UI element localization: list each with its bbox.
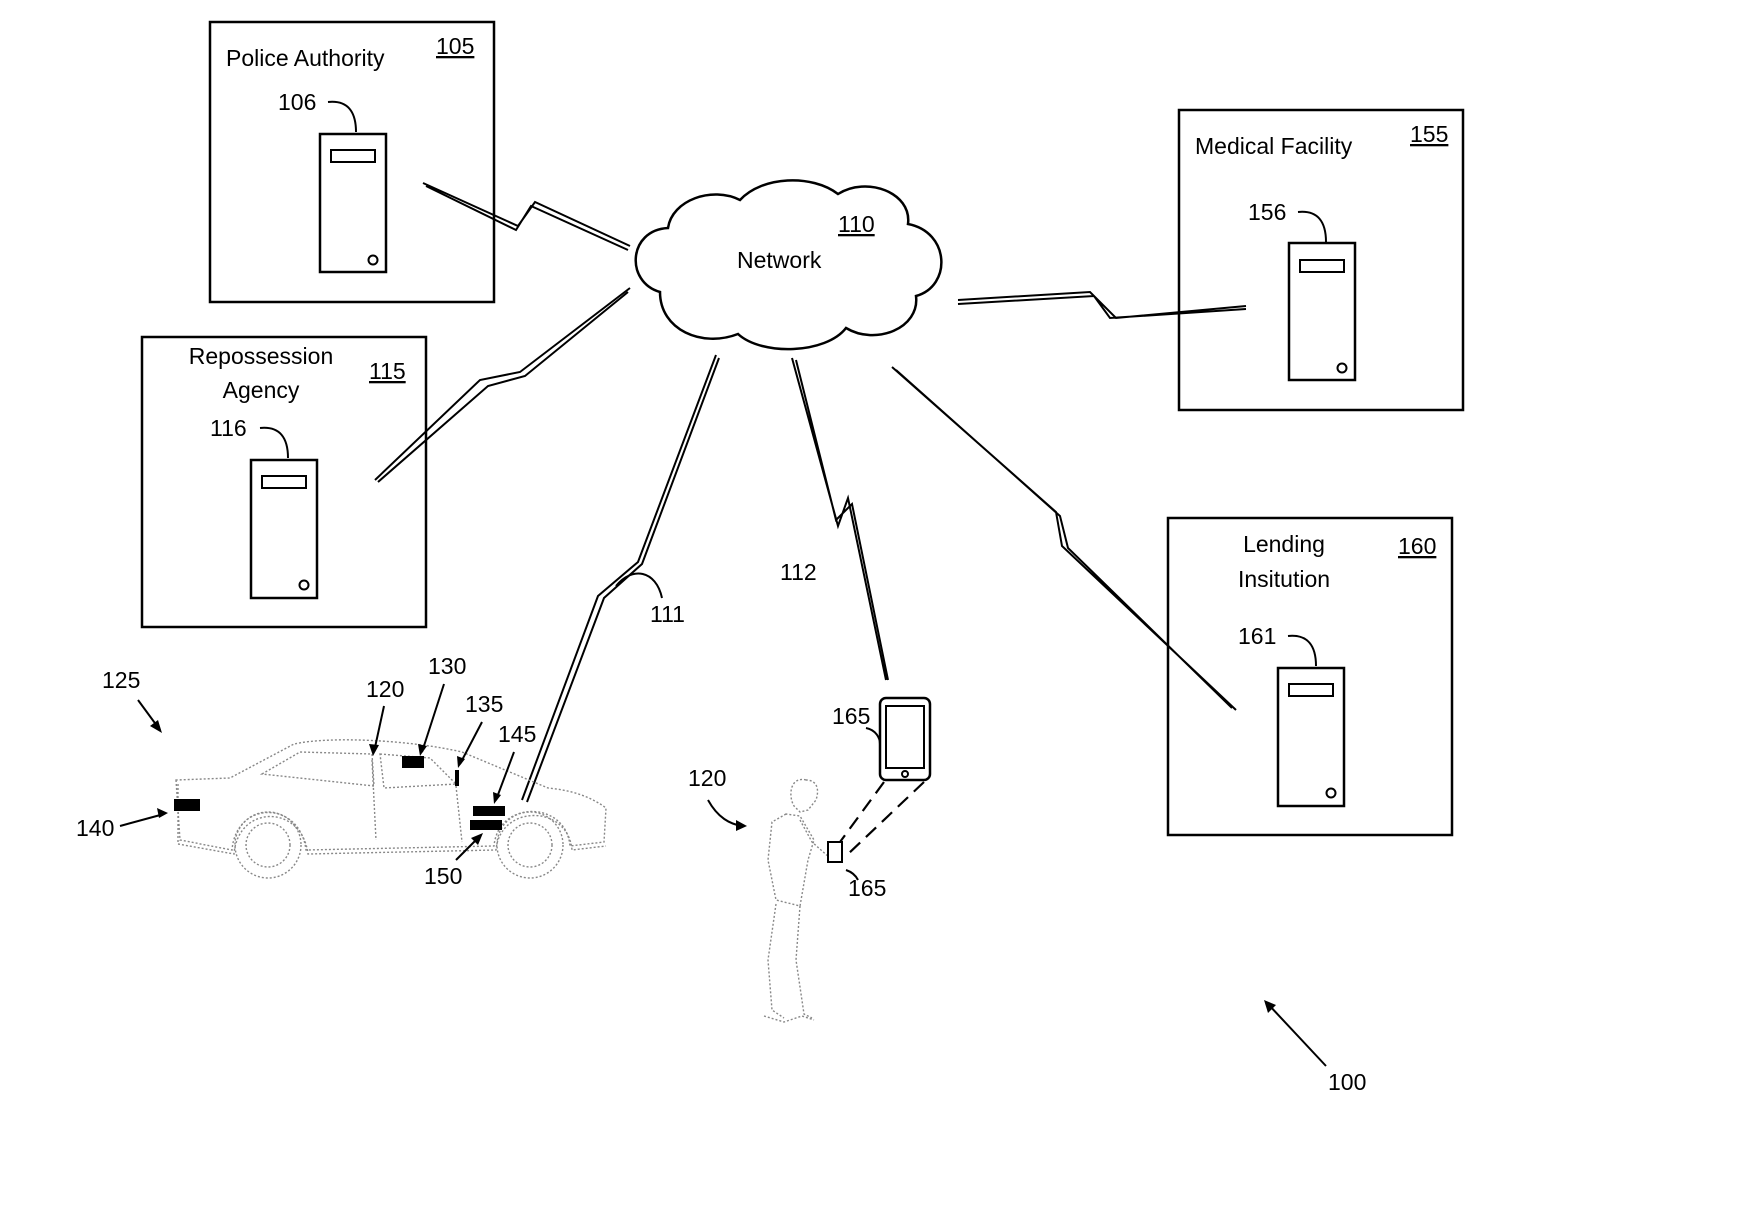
vehicle bbox=[174, 739, 607, 879]
vehicle-ref-arrow bbox=[137, 699, 162, 733]
lending-server-leader bbox=[1287, 634, 1317, 667]
vehicle-part-150: 150 bbox=[424, 863, 462, 889]
police-server-ref: 106 bbox=[278, 89, 316, 115]
police-authority-ref: 105 bbox=[436, 33, 474, 59]
vehicle-link-ref: 111 bbox=[650, 601, 685, 627]
medical-facility-label: Medical Facility bbox=[1195, 133, 1353, 159]
police-authority-label: Police Authority bbox=[226, 45, 385, 71]
medical-network-link bbox=[957, 290, 1247, 320]
device-projection bbox=[839, 781, 925, 855]
module-150 bbox=[470, 820, 502, 830]
police-authority-box: Police Authority 105 106 bbox=[208, 20, 496, 304]
part-140-arrow bbox=[119, 808, 168, 827]
sensor-140 bbox=[174, 799, 200, 811]
repossession-agency-box: Repossession Agency 115 116 bbox=[140, 335, 428, 629]
lending-server-ref: 161 bbox=[1238, 623, 1276, 649]
device-link-ref: 112 bbox=[780, 559, 817, 585]
network-label: Network bbox=[737, 247, 822, 273]
sensor-130 bbox=[402, 756, 424, 768]
vehicle-part-140: 140 bbox=[76, 815, 114, 841]
repossession-ref: 115 bbox=[369, 358, 406, 384]
handheld-device-leader bbox=[845, 869, 859, 881]
repossession-label-line1: Repossession bbox=[189, 343, 333, 369]
lending-label-line1: Lending bbox=[1243, 531, 1325, 557]
device-network-link bbox=[791, 357, 889, 681]
figure-ref-arrow bbox=[1264, 1000, 1327, 1067]
user-figure bbox=[763, 778, 843, 1023]
vehicle-part-130: 130 bbox=[428, 653, 466, 679]
part-150-arrow bbox=[455, 833, 483, 861]
police-network-link bbox=[422, 182, 631, 251]
part-130-arrow bbox=[418, 683, 445, 756]
figure-ref: 100 bbox=[1328, 1069, 1366, 1094]
vehicle-ref: 125 bbox=[102, 667, 140, 693]
vehicle-network-link bbox=[521, 354, 720, 803]
vehicle-part-120: 120 bbox=[366, 676, 404, 702]
network-cloud: Network 110 bbox=[634, 179, 943, 351]
user-ref: 120 bbox=[688, 765, 726, 791]
repossession-server-leader bbox=[259, 426, 289, 459]
module-145 bbox=[473, 806, 505, 816]
medical-server-ref: 156 bbox=[1248, 199, 1286, 225]
part-135-arrow bbox=[457, 721, 483, 768]
vehicle-part-145: 145 bbox=[498, 721, 536, 747]
vehicle-part-135: 135 bbox=[465, 691, 503, 717]
lending-server-icon bbox=[1276, 666, 1346, 808]
repossession-server-ref: 116 bbox=[210, 415, 247, 441]
lending-ref: 160 bbox=[1398, 533, 1436, 559]
lending-label-line2: Insitution bbox=[1238, 566, 1330, 592]
network-ref: 110 bbox=[838, 211, 875, 237]
sensor-135 bbox=[455, 770, 459, 786]
police-server-leader bbox=[327, 100, 357, 133]
police-server-icon bbox=[318, 132, 388, 274]
medical-facility-ref: 155 bbox=[1410, 121, 1448, 147]
repossession-server-icon bbox=[249, 458, 319, 600]
medical-facility-box: Medical Facility 155 156 bbox=[1177, 108, 1465, 412]
mobile-device-icon bbox=[878, 696, 932, 782]
repossession-label-line2: Agency bbox=[223, 377, 300, 403]
user-ref-arrow bbox=[707, 799, 747, 831]
repossession-network-link bbox=[374, 287, 631, 483]
device-ref-leader bbox=[865, 727, 881, 745]
lending-network-link bbox=[891, 366, 1237, 711]
part-120-arrow bbox=[369, 705, 385, 756]
system-diagram: Police Authority 105 106 Repossession Ag… bbox=[76, 20, 1465, 1094]
part-145-arrow bbox=[493, 751, 515, 804]
vehicle-link-leader bbox=[615, 572, 663, 599]
lending-institution-box: Lending Insitution 160 161 bbox=[1166, 516, 1454, 837]
medical-server-leader bbox=[1297, 210, 1327, 243]
device-ref: 165 bbox=[832, 703, 870, 729]
medical-server-icon bbox=[1287, 241, 1357, 382]
handheld-device-ref: 165 bbox=[848, 875, 886, 901]
